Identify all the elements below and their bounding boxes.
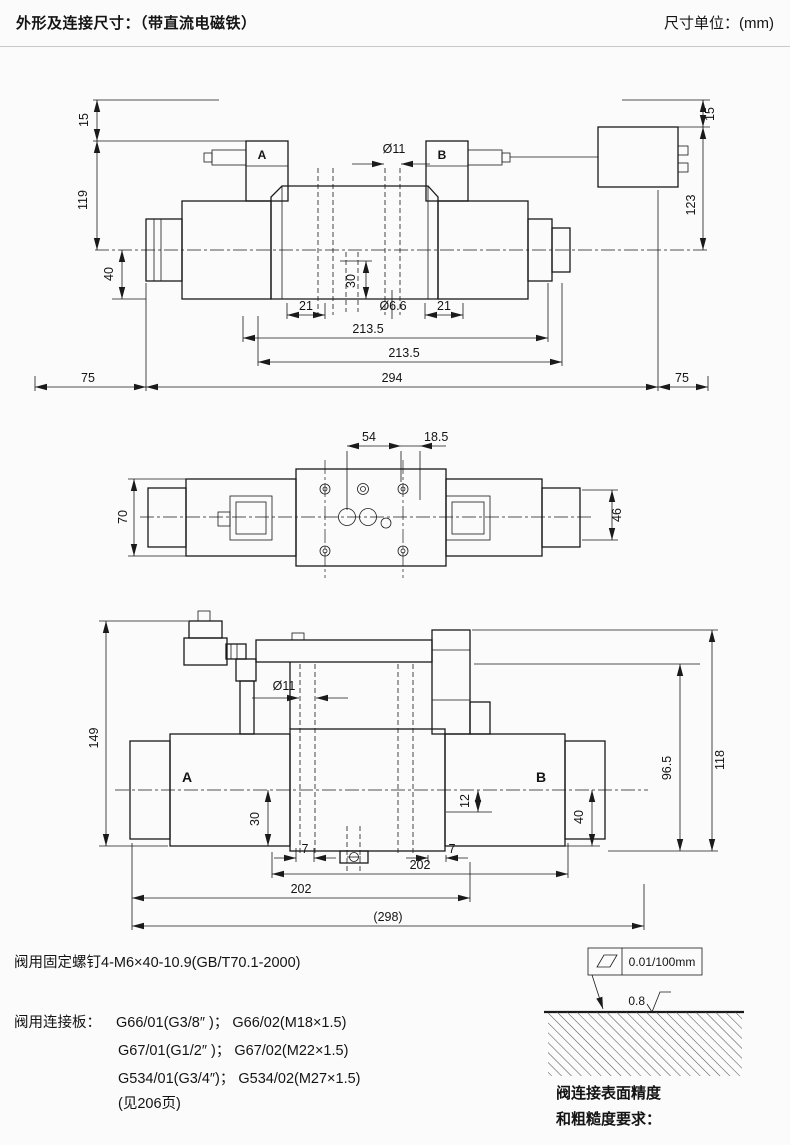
dim-18-5: 18.5 (424, 430, 448, 444)
plate-option-1: G66/01(G3/8″ )； G66/02(M18×1.5) (116, 1015, 346, 1031)
dim-7-right: 7 (449, 842, 456, 856)
roughness-value: 0.8 (628, 994, 645, 1008)
top-view-dimension-text: 54 18.5 70 46 (116, 430, 624, 524)
rear-view-dimension-lines (99, 620, 718, 930)
dim-dia-6-6: Ø6.6 (379, 299, 406, 313)
units-label: 尺寸单位：(mm) (664, 15, 774, 32)
plate-option-2: G67/01(G1/2″ )； G67/02(M22×1.5) (118, 1043, 348, 1059)
front-view: 15 119 40 15 123 Ø11 30 21 Ø6.6 21 213.5… (34, 99, 717, 391)
dim-12: 12 (458, 794, 472, 808)
front-view-centerlines (95, 168, 710, 315)
plate-note-label: 阀用连接板： (14, 1013, 101, 1031)
rear-solenoid-a-label: A (182, 769, 192, 785)
flatness-tolerance: 0.01/100mm (629, 955, 696, 969)
dim-dia-11-rear: Ø11 (273, 679, 296, 693)
plate-option-3: G534/01(G3/4″)； G534/02(M27×1.5) (118, 1071, 361, 1087)
surface-caption-1: 阀连接表面精度 (556, 1084, 662, 1102)
top-view-dimension-lines (128, 442, 618, 557)
rear-solenoid-b-label: B (536, 769, 546, 785)
dim-40-rear: 40 (572, 810, 586, 824)
dim-15-left: 15 (77, 113, 91, 127)
top-view-centerlines (140, 460, 592, 578)
top-view: 54 18.5 70 46 (116, 430, 624, 578)
dim-119: 119 (76, 190, 90, 210)
plug-connector (597, 126, 679, 188)
front-solenoid-b-label: B (438, 148, 447, 162)
flatness-symbol-icon (596, 954, 618, 968)
dim-46: 46 (610, 508, 624, 522)
dim-96-5: 96.5 (660, 756, 674, 780)
dim-294: 294 (382, 371, 403, 385)
front-solenoid-a-label: A (258, 148, 267, 162)
dim-202-upper: 202 (410, 858, 431, 872)
dim-54: 54 (362, 430, 376, 444)
rear-view-centerlines (115, 664, 648, 872)
top-view-valve-outline (147, 468, 581, 567)
dim-213-5-lower: 213.5 (388, 346, 419, 360)
hatched-surface (548, 1012, 742, 1076)
dim-15-right: 15 (703, 107, 717, 121)
dim-21-left: 21 (299, 299, 313, 313)
rear-view: 149 Ø11 118 96.5 30 12 40 7 7 202 202 (2… (87, 610, 727, 930)
front-view-valve-outline (145, 126, 689, 300)
dim-7-left: 7 (302, 842, 309, 856)
dim-202-lower: 202 (291, 882, 312, 896)
dim-149: 149 (87, 728, 101, 749)
roughness-symbol-icon (646, 991, 671, 1013)
top-view-ports (319, 483, 409, 557)
dim-dia-11: Ø11 (383, 142, 406, 156)
dim-75-left: 75 (81, 371, 95, 385)
dim-298: (298) (373, 910, 402, 924)
dim-30: 30 (344, 274, 358, 288)
rear-view-dimension-text: 149 Ø11 118 96.5 30 12 40 7 7 202 202 (2… (87, 679, 727, 924)
dim-123: 123 (684, 195, 698, 216)
dim-30-rear: 30 (248, 812, 262, 826)
dim-40: 40 (102, 267, 116, 281)
flatness-frame (587, 947, 703, 976)
front-view-dimension-text: 15 119 40 15 123 Ø11 30 21 Ø6.6 21 213.5… (76, 107, 717, 385)
dim-118: 118 (713, 750, 727, 770)
rear-view-valve-outline (129, 610, 606, 864)
plate-page-ref: (见206页) (118, 1096, 181, 1112)
surface-caption-2: 和粗糙度要求： (556, 1110, 661, 1128)
front-view-dimension-lines (34, 99, 710, 391)
dim-70: 70 (116, 510, 130, 524)
dim-213-5-upper: 213.5 (352, 322, 383, 336)
header-divider (0, 46, 790, 47)
dim-75-right: 75 (675, 371, 689, 385)
notes-block: 阀用固定螺钉4-M6×40-10.9(GB/T70.1-2000) 阀用连接板：… (14, 954, 361, 1112)
dim-21-right: 21 (437, 299, 451, 313)
header: 外形及连接尺寸：（带直流电磁铁） 尺寸单位：(mm) (16, 12, 774, 33)
surface-spec: 0.01/100mm 0.8 阀连接表面精度 和粗糙度要求： (544, 947, 744, 1128)
page-title: 外形及连接尺寸：（带直流电磁铁） (16, 15, 257, 32)
fixing-screw-note: 阀用固定螺钉4-M6×40-10.9(GB/T70.1-2000) (14, 954, 300, 971)
